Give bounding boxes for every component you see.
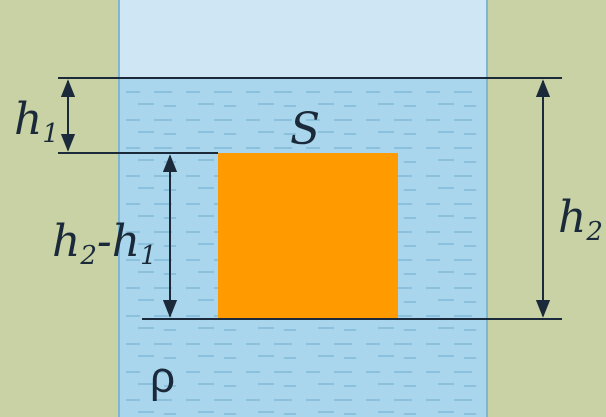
label-h1: h1	[14, 94, 59, 149]
label-h2-minus-h1: h2-h1	[52, 216, 157, 271]
label-density-rho: ρ	[150, 353, 175, 402]
label-h2: h2	[558, 192, 603, 247]
submerged-block	[218, 153, 398, 319]
label-surface-s: S	[290, 104, 320, 155]
